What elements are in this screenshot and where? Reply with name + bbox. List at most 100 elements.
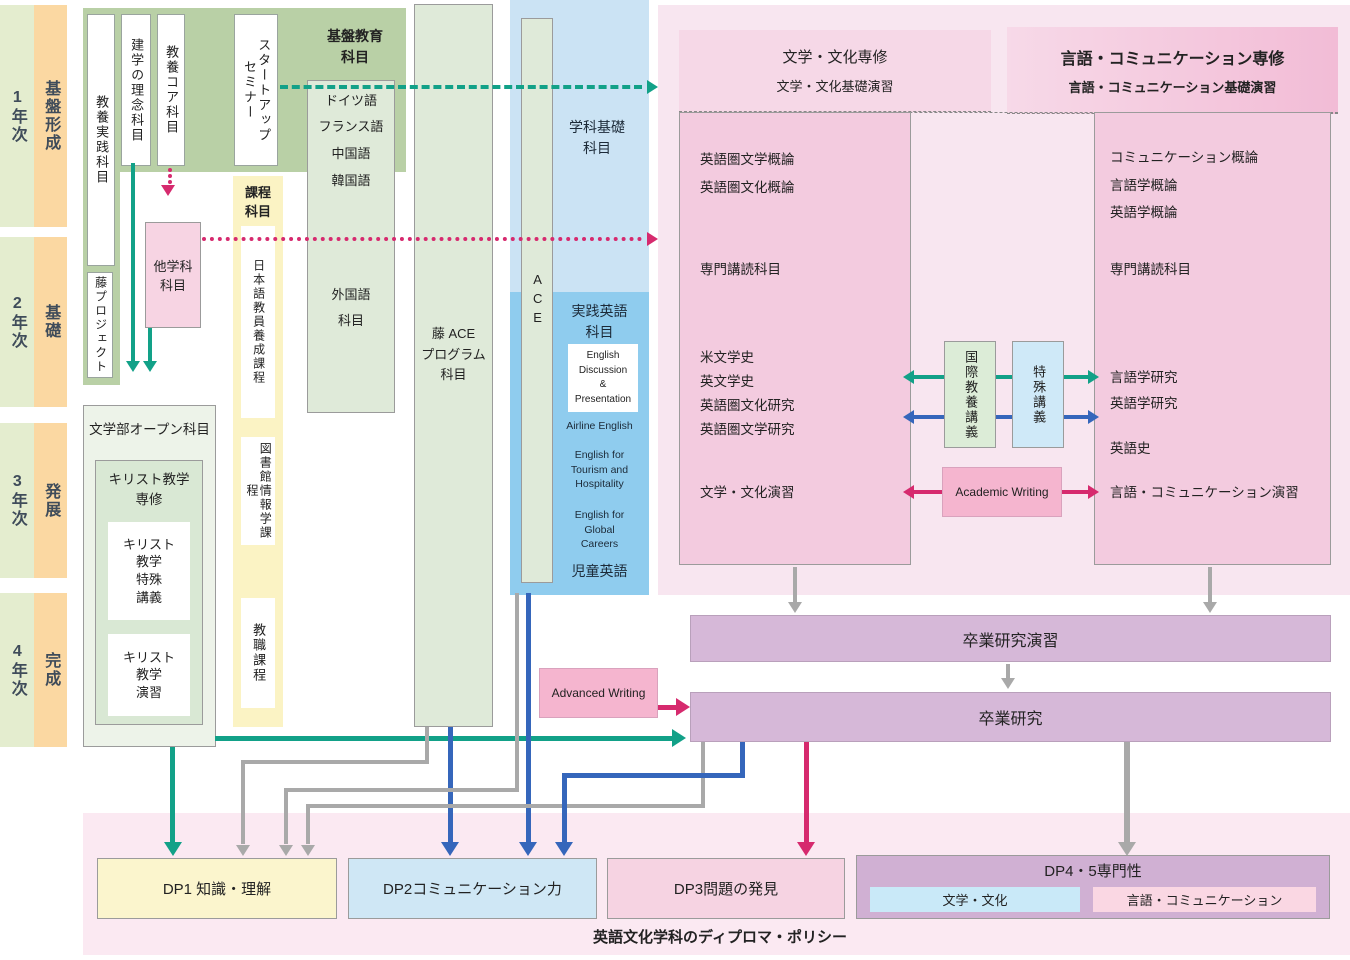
arrowhead-academic-right <box>1088 485 1099 499</box>
foundation-title: 基盤教育 科目 <box>310 24 400 70</box>
careers-english-wrap: English for Global Careers <box>552 506 647 554</box>
language-column <box>1094 112 1331 565</box>
fuji-ace-label-wrap: 藤 ACE プログラム 科目 <box>414 318 493 392</box>
dept-basic-label-wrap: 学科基礎 科目 <box>548 112 646 164</box>
dept-basic-label: 学科基礎 科目 <box>569 119 625 156</box>
christ-lecture-label: キリスト 教学 特殊 講義 <box>122 536 175 605</box>
arrowhead-core-down <box>161 185 175 196</box>
foreign-language-text: 外国語 科目 <box>331 287 371 328</box>
course-item: 英語史 <box>1110 441 1151 456</box>
year-1-band <box>0 5 34 227</box>
airline-english-label: Airline English <box>566 419 633 432</box>
literature-subtitle: 文学・文化基礎演習 <box>776 79 894 94</box>
tourism-english-wrap: English for Tourism and Hospitality <box>552 446 647 494</box>
arrowhead-tokushu-right-blue <box>1088 410 1099 424</box>
fuji-project-box: 藤プロジェクト <box>87 272 113 378</box>
dp45-literature-label: 文学・文化 <box>942 893 1008 908</box>
course-item: コミュニケーション概論 <box>1110 150 1259 165</box>
dp1-box: DP1 知識・理解 <box>97 858 337 919</box>
stage-3-band <box>34 423 67 578</box>
year-3-label: 3年次 <box>8 473 26 528</box>
stage-1-label: 基盤形成 <box>42 80 60 152</box>
tokushu-kogi-label: 特殊講義 <box>1031 364 1047 425</box>
year-4-label-wrap: 4年次 <box>0 593 34 747</box>
fuji-ace-column <box>414 4 493 727</box>
dp45-language-label: 言語・コミュニケーション <box>1126 893 1283 908</box>
connector-gradsem-to-thesis <box>1006 664 1010 680</box>
arrowhead-advanced-thesis <box>676 698 690 716</box>
course-item: 米文学史 <box>700 350 754 365</box>
christ-lecture-box: キリスト 教学 特殊 講義 <box>108 522 190 620</box>
course-item: 英語学概論 <box>1110 205 1178 220</box>
language-title: 言語・コミュニケーション専修 <box>1060 50 1285 68</box>
connector-lang-to-gradsem <box>1208 567 1212 605</box>
dp2-box: DP2コミュニケーション力 <box>348 858 597 919</box>
column-startup-seminar: スタートアップ セミナー <box>234 14 278 166</box>
dp1-label: DP1 知識・理解 <box>162 881 272 898</box>
christ-seminar-label: キリスト 教学 演習 <box>122 649 175 700</box>
year-3-label-wrap: 3年次 <box>0 423 34 578</box>
advanced-writing-box: Advanced Writing <box>539 668 658 718</box>
year-2-band <box>0 237 34 407</box>
arrowhead-thesis-dp3 <box>797 842 815 856</box>
literature-column <box>679 112 911 565</box>
connector-thesis-dp3 <box>804 742 809 842</box>
academic-writing-box: Academic Writing <box>942 467 1062 517</box>
course-item: 言語学研究 <box>1110 370 1178 385</box>
arrowhead-thesis-dp1 <box>301 845 315 856</box>
course-item: 英語圏文化研究 <box>700 398 795 413</box>
careers-english-label: English for Global Careers <box>574 508 625 551</box>
tokushu-kogi-box: 特殊講義 <box>1012 341 1064 448</box>
stage-1-band <box>34 5 67 227</box>
arrowhead-gradsem-to-thesis <box>1001 678 1015 689</box>
fuji-project-label: 藤プロジェクト <box>93 276 108 374</box>
kids-english-label: 児童英語 <box>571 562 628 579</box>
practical-title: 実践英語 科目 <box>571 303 628 340</box>
diploma-caption: 英語文化学科のディプロマ・ポリシー <box>593 928 847 946</box>
katei-toshokan-box: 図書館情報学課程 <box>241 437 275 545</box>
christ-major-title-wrap: キリスト教学 専修 <box>95 468 203 512</box>
diploma-caption-wrap: 英語文化学科のディプロマ・ポリシー <box>445 924 995 948</box>
academic-writing-label: Academic Writing <box>955 485 1049 499</box>
connector-thesis-dp2-h <box>562 773 745 778</box>
tourism-english-label: English for Tourism and Hospitality <box>570 448 629 491</box>
stage-1-label-wrap: 基盤形成 <box>34 5 67 227</box>
katei-kyoshoku-box: 教職課程 <box>241 598 275 708</box>
katei-nihongo-box: 日本語教員養成課程 <box>241 226 275 418</box>
arrowhead-kokusai-left <box>903 370 914 384</box>
airline-english-wrap: Airline English <box>552 416 647 436</box>
language-header-text: 言語・コミュニケーション専修 言語・コミュニケーション基礎演習 <box>1061 45 1285 96</box>
language-subtitle: 言語・コミュニケーション基礎演習 <box>1068 79 1277 95</box>
katei-kyoshoku-label: 教職課程 <box>251 623 267 683</box>
fuji-ace-label: 藤 ACE プログラム 科目 <box>421 325 486 383</box>
arrowhead-tokushu-right <box>1088 370 1099 384</box>
arrowhead-otherdept-to-majors <box>647 232 658 246</box>
stage-2-label: 基礎 <box>42 304 60 340</box>
year-3-band <box>0 423 34 578</box>
other-dept-box: 他学科 科目 <box>145 222 201 328</box>
literature-header: 文学・文化専修 文学・文化基礎演習 <box>679 30 991 112</box>
stage-2-band <box>34 237 67 407</box>
arrowhead-otherdept-down <box>143 361 157 372</box>
year-2-label-wrap: 2年次 <box>0 237 34 407</box>
column-kengaku-rinen-label: 建学の理念科目 <box>129 37 145 143</box>
katei-nihongo-label: 日本語教員養成課程 <box>251 259 266 385</box>
arrowhead-practical-dp2 <box>519 842 537 856</box>
grad-seminar-bar: 卒業研究演習 <box>690 615 1331 662</box>
column-kyoyo-jissen: 教養実践科目 <box>87 14 115 266</box>
katei-title: 課程 科目 <box>233 182 283 222</box>
grad-thesis-label: 卒業研究 <box>978 711 1043 728</box>
other-dept-label: 他学科 科目 <box>153 259 193 293</box>
connector-thesis-dp1-h <box>306 804 705 808</box>
connector-open-to-dp1 <box>170 747 175 842</box>
stage-2-label-wrap: 基礎 <box>34 237 67 407</box>
dp45-label: DP4・5専門性 <box>1044 862 1142 880</box>
header-divider <box>679 112 1338 113</box>
connector-kokusai-tokushu <box>909 375 1091 379</box>
course-item: 英語圏文化概論 <box>700 180 795 195</box>
connector-advanced-thesis <box>658 705 678 710</box>
arrowhead-thesis-dp2 <box>555 842 573 856</box>
dp3-box: DP3問題の発見 <box>607 858 845 919</box>
connector-kokusai-tokushu-blue <box>909 415 1091 419</box>
course-item: 文学・文化演習 <box>700 485 795 500</box>
